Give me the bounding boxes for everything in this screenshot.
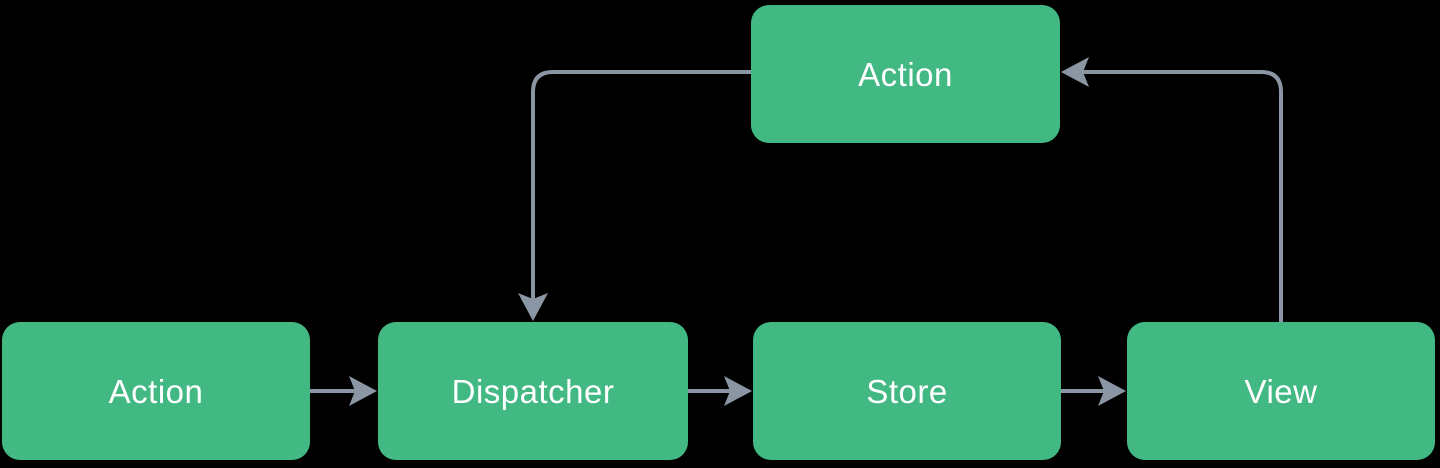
edge-store-to-view (1061, 376, 1126, 406)
node-store-label: Store (866, 372, 948, 410)
edge-view-to-action-top (1061, 57, 1283, 322)
edge-action-top-to-dispatcher (518, 70, 751, 321)
edge-store-to-view-arrowhead (1098, 376, 1126, 406)
edge-view-to-action-top-line (1083, 70, 1283, 322)
edge-dispatcher-to-store (688, 376, 752, 406)
node-view-label: View (1244, 372, 1318, 410)
node-action: Action (2, 322, 310, 460)
edge-action-to-dispatcher-arrowhead (349, 376, 377, 406)
edge-view-to-action-top-arrowhead (1061, 57, 1089, 87)
node-dispatcher: Dispatcher (378, 322, 688, 460)
node-action-top-label: Action (858, 55, 953, 93)
node-dispatcher-label: Dispatcher (451, 372, 615, 410)
edge-action-top-to-dispatcher-arrowhead (518, 293, 548, 321)
node-action-top: Action (751, 5, 1060, 143)
edge-action-top-to-dispatcher-line (531, 70, 751, 299)
edge-dispatcher-to-store-arrowhead (724, 376, 752, 406)
node-store: Store (753, 322, 1061, 460)
edge-action-to-dispatcher (310, 376, 377, 406)
node-action-label: Action (108, 372, 204, 410)
node-view: View (1127, 322, 1435, 460)
